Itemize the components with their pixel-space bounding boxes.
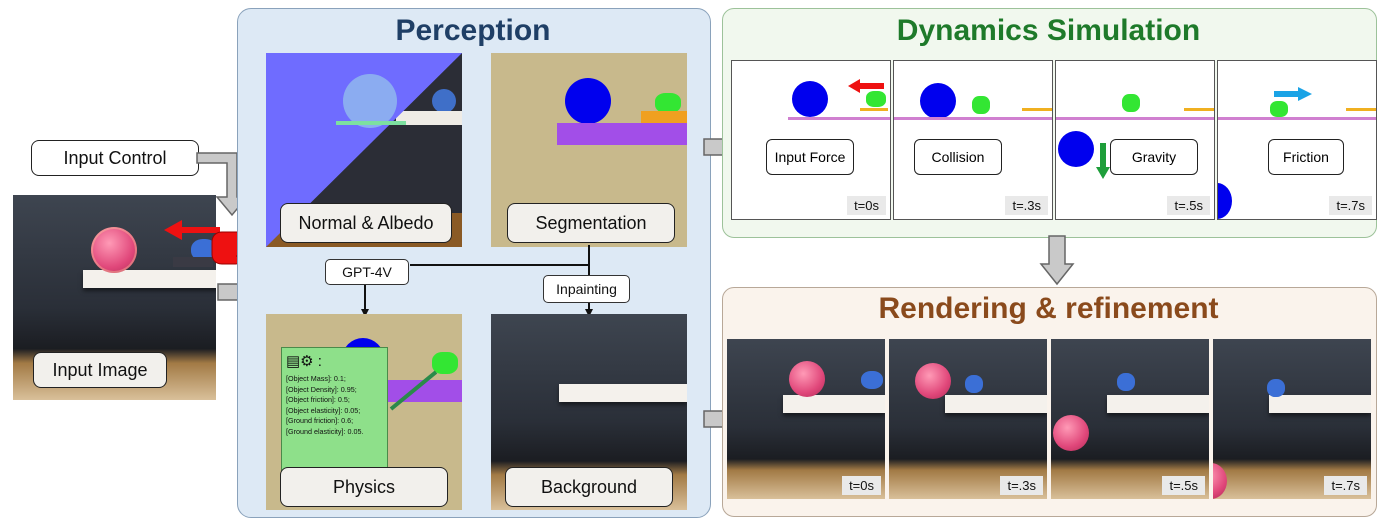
inpainting-box: Inpainting — [543, 275, 630, 303]
seg-orange-object — [641, 111, 687, 123]
gpt-robot-icon: ▤⚙ : — [286, 353, 322, 370]
seg-green-object — [655, 93, 681, 113]
input-image: Input Image — [13, 195, 216, 400]
background-image: Background — [491, 314, 687, 510]
normal-albedo-image: Normal & Albedo — [266, 53, 462, 247]
physics-label-box: Physics — [280, 467, 448, 507]
perception-title: Perception — [395, 14, 551, 47]
force-left-arrow-icon — [848, 79, 884, 93]
sim-frame-gravity: Gravity t=.5s — [1055, 60, 1215, 220]
sim-frame-input-force: Input Force t=0s — [731, 60, 891, 220]
render-frame-4: t=.7s — [1213, 339, 1371, 499]
input-force-label: Input Force — [766, 139, 854, 175]
dynamics-to-rendering-arrow-icon — [1039, 235, 1075, 286]
friction-label: Friction — [1268, 139, 1344, 175]
friction-right-arrow-icon — [1274, 87, 1312, 101]
gravity-label: Gravity — [1110, 139, 1198, 175]
sim-frame-collision: Collision t=.3s — [893, 60, 1053, 220]
gravity-down-arrow-icon — [1096, 143, 1110, 179]
gpt4v-box: GPT-4V — [325, 259, 409, 285]
input-control-label: Input Control — [63, 147, 167, 168]
input-image-label-box: Input Image — [33, 352, 167, 388]
normal-albedo-label-box: Normal & Albedo — [280, 203, 452, 243]
physics-params-list: [Object Mass]: 0.1; [Object Density]: 0.… — [286, 374, 364, 436]
seg-purple-shelf — [557, 123, 687, 145]
rendering-title: Rendering & refinement — [878, 292, 1219, 325]
blue-piggy — [191, 239, 216, 261]
pink-ball — [91, 227, 137, 273]
render-frame-2: t=.3s — [889, 339, 1047, 499]
segmentation-image: Segmentation — [491, 53, 687, 247]
physics-param-card: ▤⚙ : [Object Mass]: 0.1; [Object Density… — [281, 347, 388, 477]
background-label-box: Background — [505, 467, 673, 507]
segmentation-label-box: Segmentation — [507, 203, 675, 243]
physics-image: ▤⚙ : [Object Mass]: 0.1; [Object Density… — [266, 314, 462, 510]
render-frame-3: t=.5s — [1051, 339, 1209, 499]
dynamics-title: Dynamics Simulation — [896, 14, 1201, 47]
input-control-box: Input Control — [31, 140, 199, 176]
sim-frame-friction: Friction t=.7s — [1217, 60, 1377, 220]
seg-blue-ball — [565, 78, 611, 124]
collision-label: Collision — [914, 139, 1002, 175]
render-frame-1: t=0s — [727, 339, 885, 499]
